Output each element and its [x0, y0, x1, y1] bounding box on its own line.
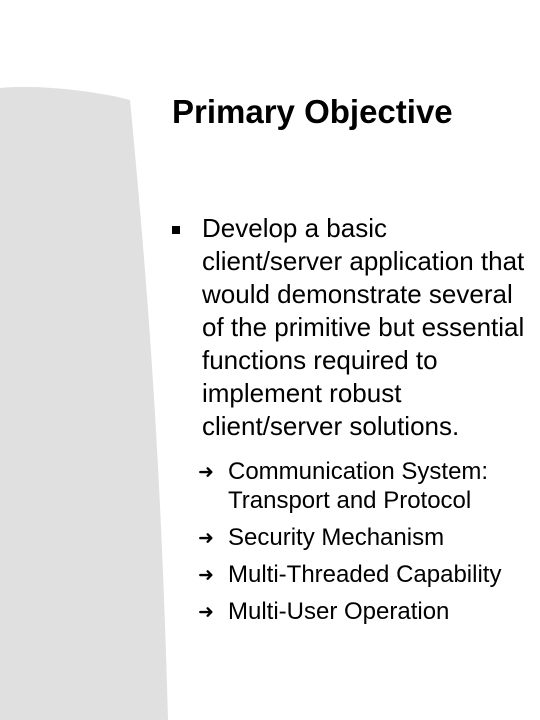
sub-bullet-item: ➜ Multi-User Operation	[198, 597, 528, 626]
main-bullet: Develop a basic client/server applicatio…	[168, 212, 528, 626]
square-bullet-icon	[172, 226, 180, 234]
sub-bullet-text: Communication System: Transport and Prot…	[228, 458, 489, 514]
arrow-right-icon: ➜	[198, 565, 214, 586]
sub-bullet-item: ➜ Multi-Threaded Capability	[198, 560, 528, 589]
sub-bullet-list: ➜ Communication System: Transport and Pr…	[198, 457, 528, 626]
arrow-right-icon: ➜	[198, 602, 214, 623]
slide-title: Primary Objective	[172, 93, 453, 130]
arrow-right-icon: ➜	[198, 528, 214, 549]
bullet-list: Develop a basic client/server applicatio…	[168, 212, 528, 634]
arrow-right-icon: ➜	[198, 462, 214, 483]
sub-bullet-text: Security Mechanism	[228, 524, 445, 551]
sub-bullet-text: Multi-Threaded Capability	[228, 561, 502, 588]
main-bullet-text: Develop a basic client/server applicatio…	[202, 213, 525, 441]
sub-bullet-item: ➜ Security Mechanism	[198, 523, 528, 552]
sub-bullet-text: Multi-User Operation	[228, 598, 450, 625]
sub-bullet-item: ➜ Communication System: Transport and Pr…	[198, 457, 528, 515]
